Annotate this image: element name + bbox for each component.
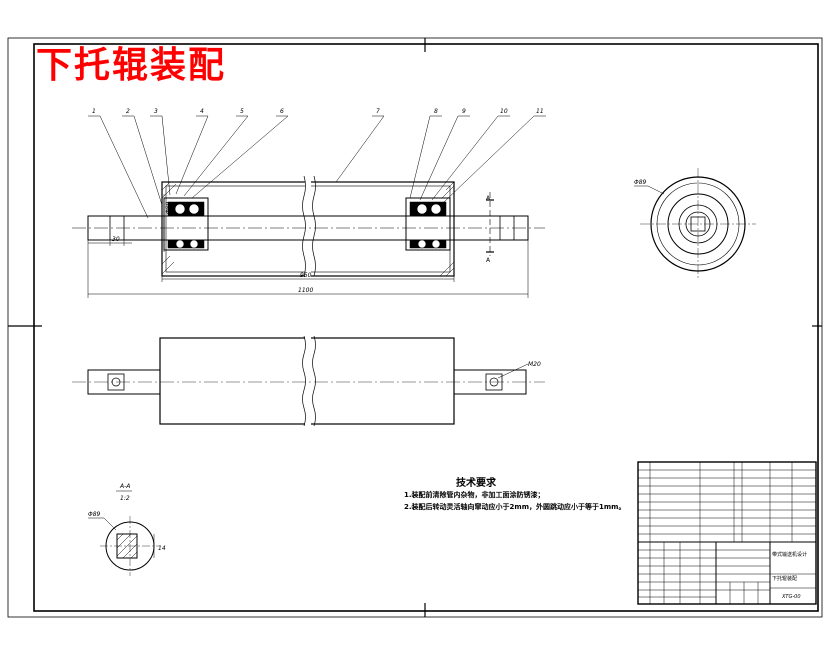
right-bearing-housing [405, 197, 451, 251]
dim-shell-length: 950 [300, 272, 312, 279]
drawing-name-cell: 下托辊装配 [772, 575, 797, 582]
section-mark-top: A [486, 195, 491, 202]
section-diameter: Φ89 [88, 511, 101, 518]
section-width: 14 [158, 545, 166, 552]
title-block [637, 461, 817, 605]
leader-lines [88, 115, 546, 219]
part-number-9: 9 [462, 108, 466, 115]
part-number-3: 3 [154, 108, 158, 115]
end-view [634, 168, 756, 280]
part-number-6: 6 [280, 108, 284, 115]
dim-shaft-end: 30 [112, 236, 120, 243]
drawing-code-cell: XTG-00 [781, 594, 801, 600]
project-cell: 带式输送机设计 [772, 551, 807, 558]
dim-inner-diameter: Φ89 [165, 201, 172, 214]
main-section-view [72, 175, 545, 285]
part-number-11: 11 [536, 108, 544, 115]
technical-requirement-2: 2.装配后转动灵活轴向窜动应小于2mm，外圆跳动应小于等于1mm。 [404, 503, 626, 511]
part-number-10: 10 [500, 108, 508, 115]
part-number-1: 1 [92, 108, 96, 115]
section-mark-bottom: A [486, 257, 491, 264]
technical-requirement-1: 1.装配前清除管内杂物，非加工面涂防锈漆； [404, 491, 545, 499]
part-number-4: 4 [200, 108, 204, 115]
part-number-8: 8 [434, 108, 438, 115]
drawing-title: 下托辊装配 [36, 45, 227, 86]
section-label-bottom: 1:2 [120, 495, 130, 502]
dim-overall-length: 1100 [298, 287, 313, 294]
front-view [72, 334, 545, 428]
part-number-7: 7 [376, 108, 380, 115]
section-label-top: A-A [119, 483, 130, 490]
dim-bolt-hole: M20 [528, 361, 541, 368]
shaft [87, 215, 529, 241]
centering-marks [8, 38, 822, 617]
end-view-diameter: Φ89 [634, 179, 647, 186]
part-number-5: 5 [240, 108, 244, 115]
dimension-lines [87, 194, 529, 298]
outer-frame [7, 37, 823, 618]
section-detail: A-A 1:2 Φ89 14 [88, 483, 166, 576]
part-number-2: 2 [126, 108, 130, 115]
inner-frame [33, 43, 819, 612]
technical-requirements-heading: 技术要求 [456, 478, 496, 489]
